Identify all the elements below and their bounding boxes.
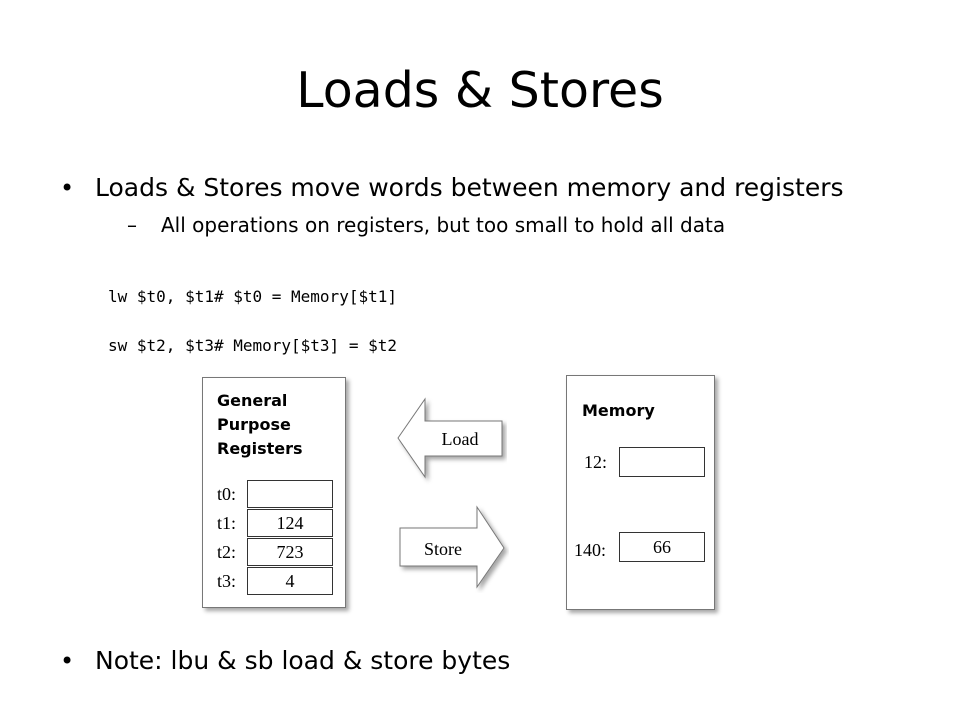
sub-bullet-dash: – xyxy=(127,213,137,237)
bullet-text-loads-stores: Loads & Stores move words between memory… xyxy=(95,173,844,202)
register-cell-t1: 124 xyxy=(247,509,333,537)
load-arrow-icon xyxy=(397,397,503,479)
memory-title: Memory xyxy=(582,401,655,420)
code-line-lw: lw $t0, $t1# $t0 = Memory[$t1] xyxy=(108,287,397,306)
registers-title-line-3: Registers xyxy=(217,439,303,458)
bullet-dot: • xyxy=(60,174,75,202)
memory-cell-140: 66 xyxy=(619,532,705,562)
memory-cell-12 xyxy=(619,447,705,477)
register-cell-t2: 723 xyxy=(247,538,333,566)
bullet-dot: • xyxy=(60,647,75,675)
register-cell-t0 xyxy=(247,480,333,508)
register-label-t0: t0: xyxy=(217,484,237,504)
load-label: Load xyxy=(441,429,479,449)
store-label: Store xyxy=(424,539,462,559)
registers-title-line-1: General xyxy=(217,391,288,410)
memory-label-140: 140: xyxy=(574,540,607,560)
memory-label-12: 12: xyxy=(584,452,608,472)
sub-bullet-text: All operations on registers, but too sma… xyxy=(161,213,726,237)
registers-title-line-2: Purpose xyxy=(217,415,291,434)
register-cell-t3: 4 xyxy=(247,567,333,595)
code-line-sw: sw $t2, $t3# Memory[$t3] = $t2 xyxy=(108,336,397,355)
register-label-t1: t1: xyxy=(217,513,237,533)
slide-title: Loads & Stores xyxy=(296,62,664,119)
register-label-t3: t3: xyxy=(217,571,237,591)
store-arrow-icon xyxy=(399,505,505,589)
memory-panel: Memory 12: 140: 66 xyxy=(566,375,715,610)
register-label-t2: t2: xyxy=(217,542,237,562)
registers-panel: General Purpose Registers t0: t1: 124 t2… xyxy=(202,377,346,608)
bullet-text-note: Note: lbu & sb load & store bytes xyxy=(95,646,511,675)
